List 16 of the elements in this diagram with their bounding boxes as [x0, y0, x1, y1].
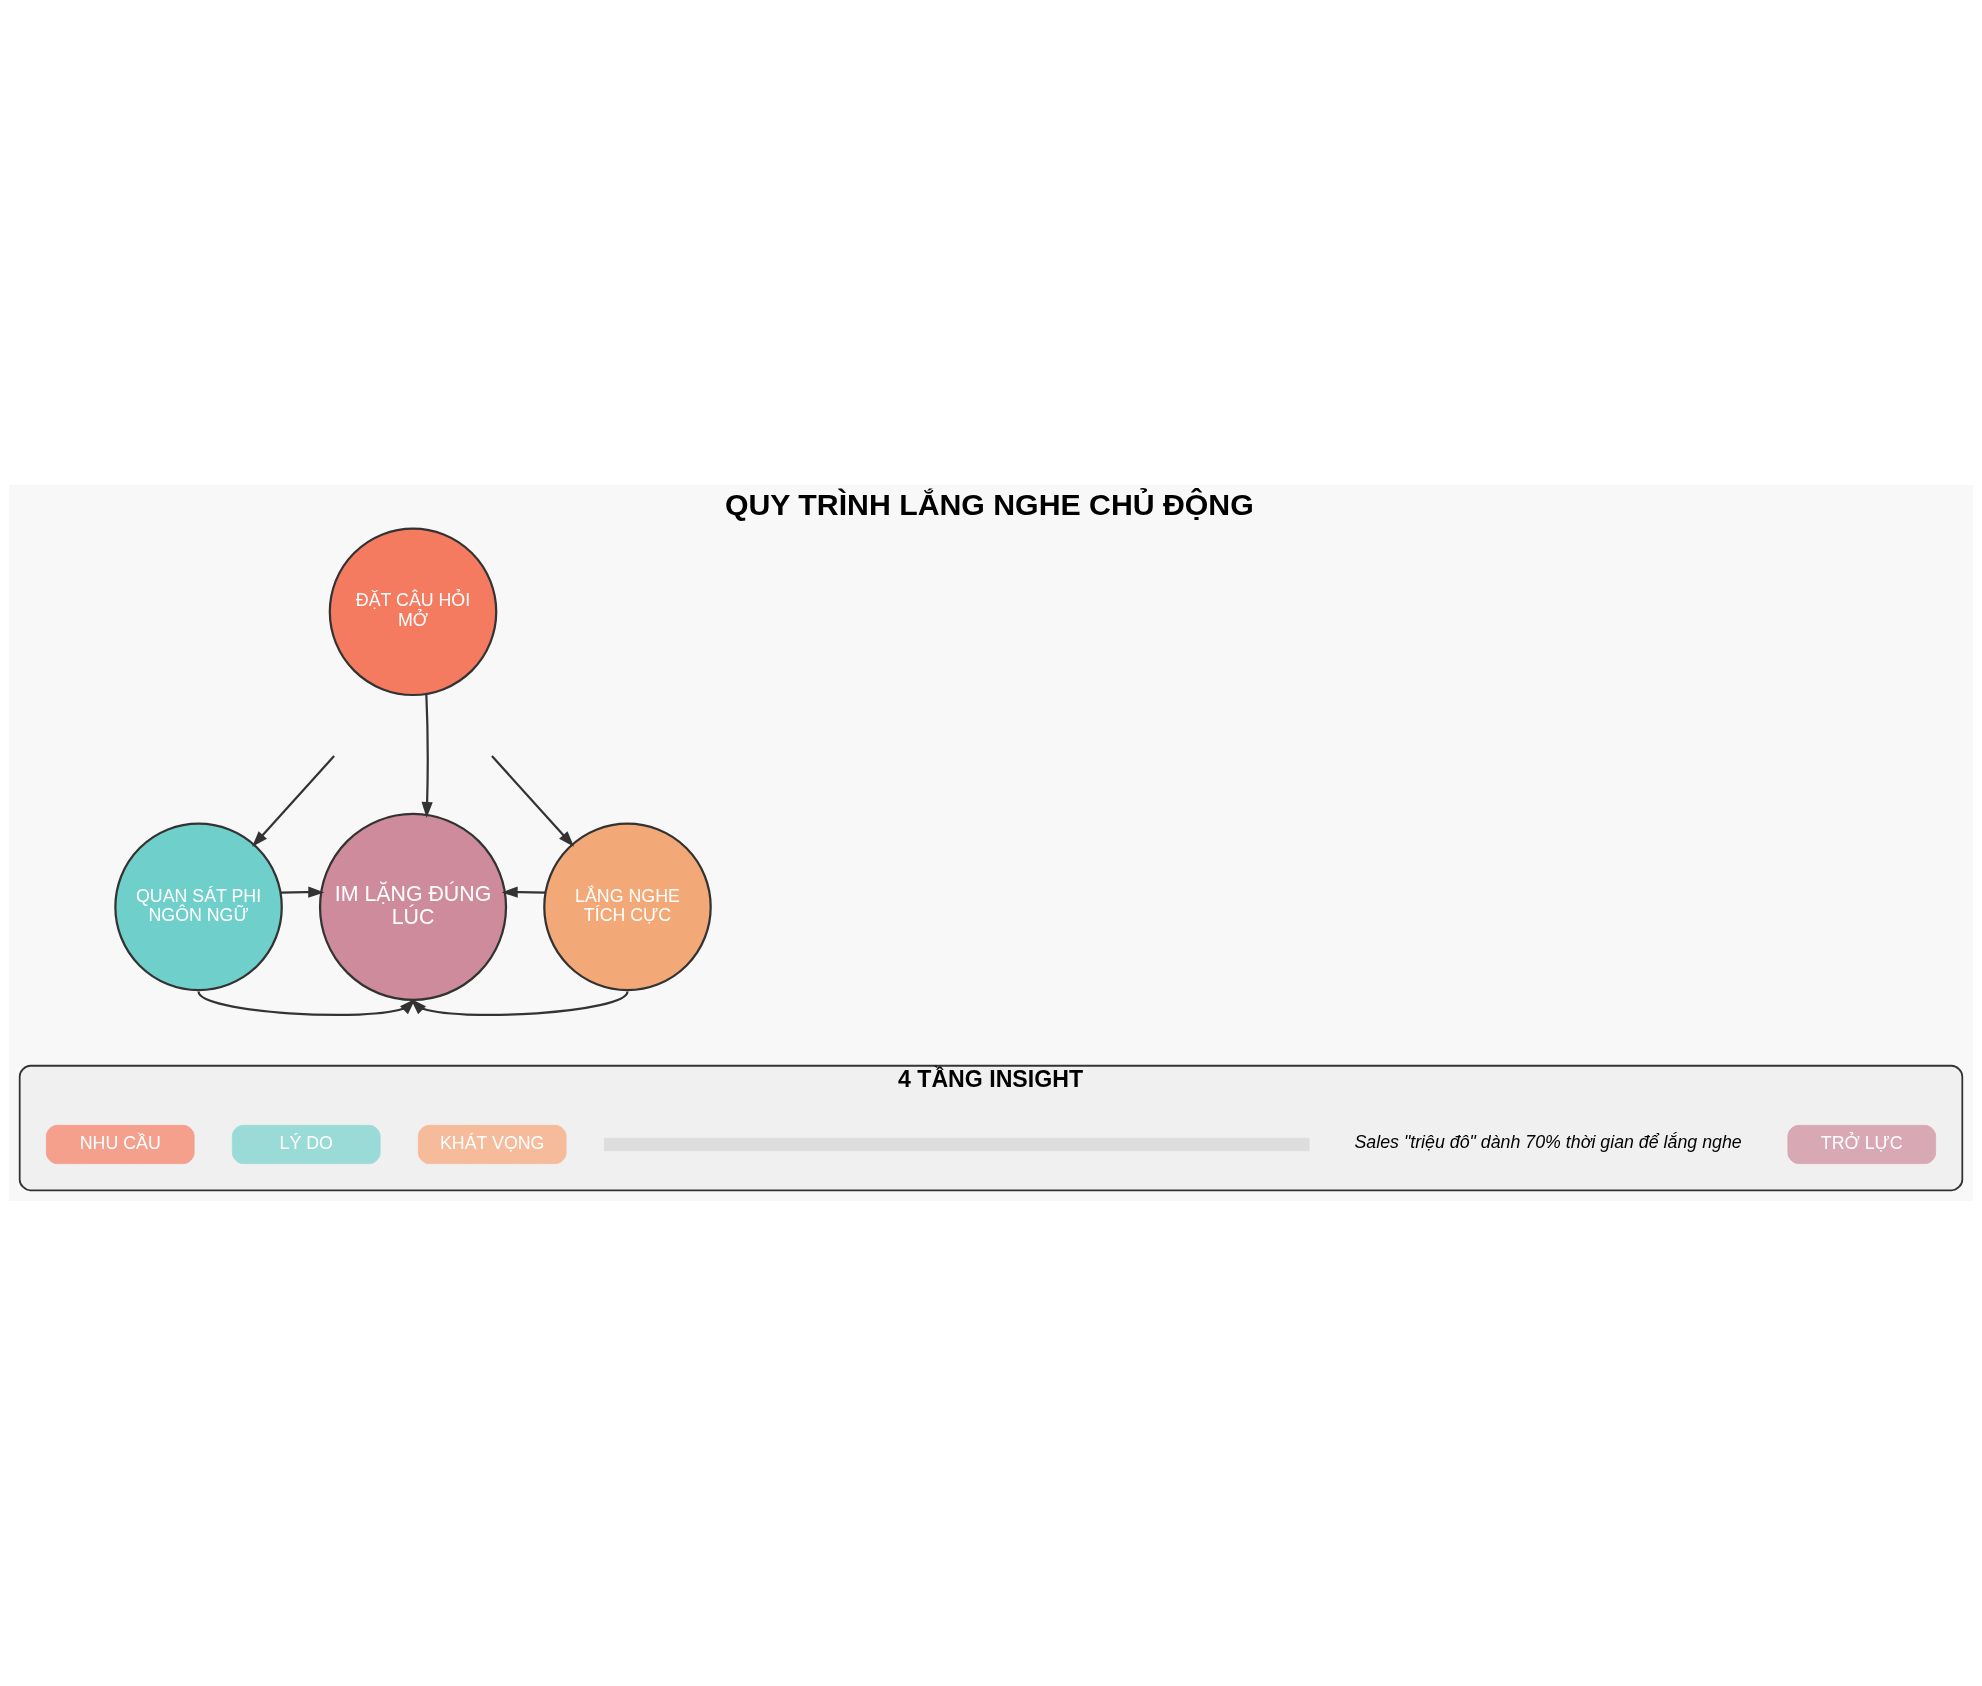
arrow [421, 693, 433, 819]
node-circle: QUAN SÁT PHI NGÔN NGỮ [114, 822, 283, 992]
arrow [410, 990, 629, 1017]
arrow [280, 886, 325, 898]
diagram-title: QUY TRÌNH LẮNG NGHE CHỦ ĐỘNG [724, 488, 1254, 522]
node-box: TRỞ LỰC [1787, 1124, 1937, 1165]
arrow [501, 886, 546, 898]
node-circle: ĐẶT CÂU HỎI MỞ [328, 527, 498, 697]
node-box: NHU CẦU [45, 1124, 195, 1165]
node-circle: IM LẶNG ĐÚNG LÚC [318, 812, 508, 1001]
arrow [252, 755, 335, 847]
arrow [197, 990, 416, 1017]
node-box: KHÁT VỌNG [417, 1124, 567, 1165]
node-box: LÝ DO [231, 1124, 381, 1165]
node-circle: LẮNG NGHE TÍCH CỰC [543, 822, 712, 992]
arrow [491, 755, 575, 847]
